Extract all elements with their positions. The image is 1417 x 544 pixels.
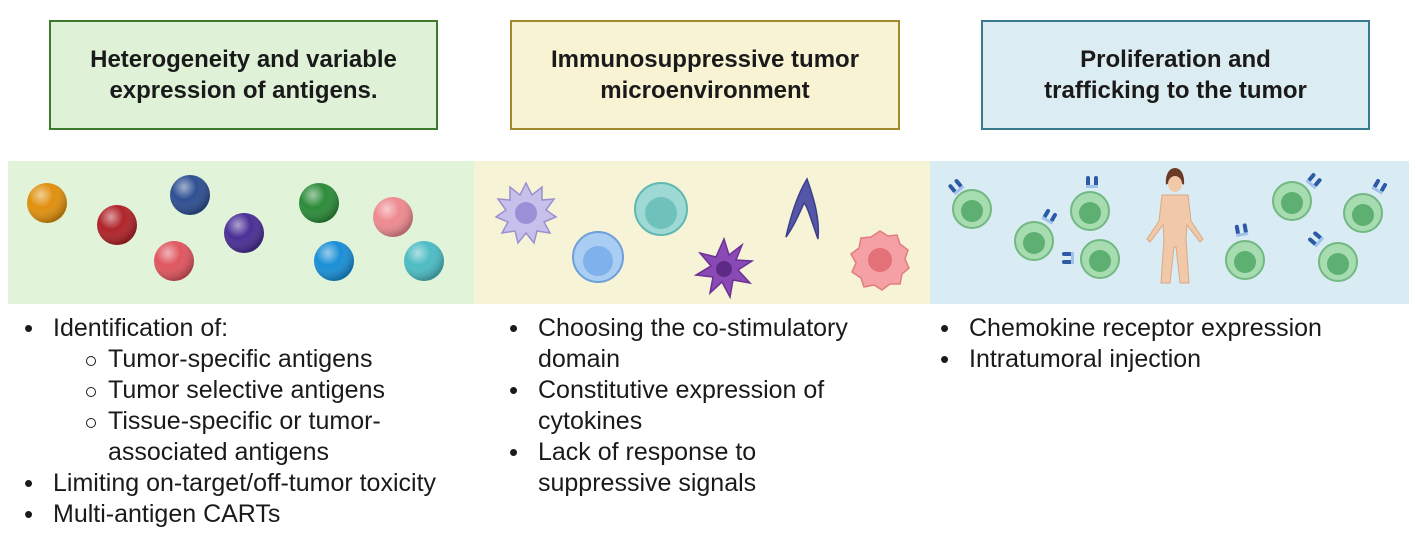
list-item-line: Lack of response to xyxy=(538,438,757,466)
trafficking-strategies-list: Chemokine receptor expressionIntratumora… xyxy=(924,313,1394,375)
list-item-line: Intratumoral injection xyxy=(969,345,1202,373)
list-item: Constitutive expression of cytokines xyxy=(493,375,913,437)
list-item-line: Tumor selective antigens xyxy=(108,376,385,404)
list-item: Identification of: xyxy=(8,313,488,344)
list-item: Choosing the co-stimulatory domain xyxy=(493,313,913,375)
car-t-cell-icon xyxy=(1225,223,1265,280)
spindle-cell-icon xyxy=(785,177,820,240)
teal-cell-icon xyxy=(634,182,688,236)
illustration-band-antigens xyxy=(8,161,474,304)
list-item-line: Tissue-specific or tumor- xyxy=(108,407,381,435)
blue-sphere-icon xyxy=(314,241,354,281)
car-t-cell-icon xyxy=(1014,208,1058,261)
list-item: Tumor-specific antigens xyxy=(8,344,488,375)
list-item: Chemokine receptor expression xyxy=(924,313,1394,344)
green-sphere-icon xyxy=(299,183,339,223)
header-line: Proliferation and xyxy=(1080,46,1271,73)
header-box-proliferation-trafficking: Proliferation and trafficking to the tumo… xyxy=(981,20,1370,130)
pink-sphere-icon xyxy=(373,197,413,237)
list-item-line: cytokines xyxy=(538,407,643,435)
list-item-line: associated antigens xyxy=(108,438,329,466)
purple-sphere-icon xyxy=(224,213,264,253)
car-t-cell-icon xyxy=(1343,178,1388,233)
pink-tumor-cell-icon xyxy=(850,230,910,291)
car-t-cell-icon xyxy=(1307,230,1358,282)
header-box-antigen-heterogeneity: Heterogeneity and variable expression of … xyxy=(49,20,438,130)
list-item-line: Tumor-specific antigens xyxy=(108,345,373,373)
header-line: microenvironment xyxy=(600,77,810,104)
navy-sphere-icon xyxy=(170,175,210,215)
list-item-line: Chemokine receptor expression xyxy=(969,314,1322,342)
car-t-cell-icon xyxy=(1062,239,1120,279)
car-t-cell-icon xyxy=(1070,176,1110,231)
orange-sphere-icon xyxy=(27,183,67,223)
illustration-band-microenvironment xyxy=(474,161,930,304)
human-body-icon xyxy=(1146,168,1204,284)
header-line: expression of antigens. xyxy=(109,77,378,104)
header-line: Heterogeneity and variable xyxy=(90,46,397,73)
red-sphere-icon xyxy=(97,205,137,245)
header-line: Immunosuppressive tumor xyxy=(550,46,860,73)
list-item: Tumor selective antigens xyxy=(8,375,488,406)
microenvironment-strategies-list: Choosing the co-stimulatorydomainConstit… xyxy=(493,313,913,499)
purple-spiky-cell-icon xyxy=(693,236,755,300)
list-item-line: Identification of: xyxy=(53,314,229,342)
list-item-line: Multi-antigen CARTs xyxy=(53,500,281,528)
list-item: Multi-antigen CARTs xyxy=(8,499,488,530)
list-item: Limiting on-target/off-tumor toxicity xyxy=(8,468,488,499)
list-item: Lack of response to suppressive signals xyxy=(493,437,913,499)
blue-cell-icon xyxy=(572,231,624,283)
antigen-strategies-list: Identification of: Tumor-specific antigen… xyxy=(8,313,488,530)
list-item: Tissue-specific or tumor-associated anti… xyxy=(8,406,488,468)
header-line: trafficking to the tumor xyxy=(1044,77,1307,104)
coral-sphere-icon xyxy=(154,241,194,281)
list-item-line: suppressive signals xyxy=(538,469,757,497)
teal-sphere-icon xyxy=(404,241,444,281)
list-item-line: Choosing the co-stimulatory xyxy=(538,314,848,342)
car-t-cell-icon xyxy=(1272,172,1323,221)
car-t-cell-icon xyxy=(947,178,992,229)
list-item-line: Constitutive expression of xyxy=(538,376,825,404)
list-item-line: Limiting on-target/off-tumor toxicity xyxy=(53,469,437,497)
list-item: Intratumoral injection xyxy=(924,344,1394,375)
header-box-tumor-microenvironment: Immunosuppressive tumor microenvironment xyxy=(510,20,900,130)
dendritic-cell-icon xyxy=(494,181,558,245)
list-item-line: domain xyxy=(538,345,620,373)
illustration-band-trafficking xyxy=(930,161,1409,304)
